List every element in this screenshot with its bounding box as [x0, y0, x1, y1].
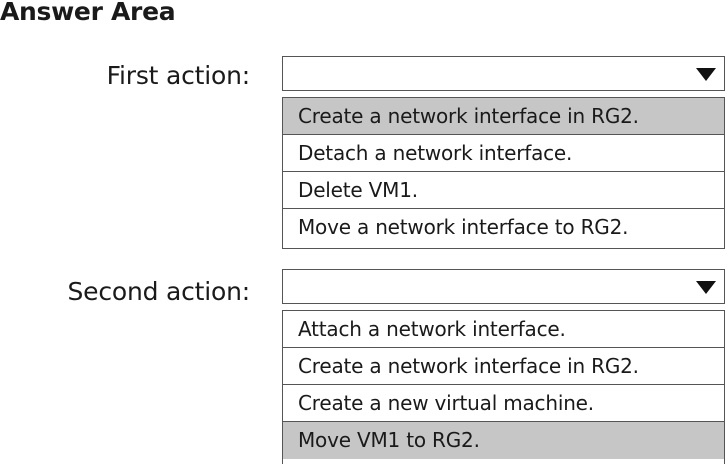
second-action-options: Attach a network interface. Create a net…: [282, 310, 725, 464]
first-action-option[interactable]: Delete VM1.: [283, 172, 724, 209]
dropdown-arrow-icon[interactable]: [696, 281, 716, 294]
first-action-option[interactable]: Detach a network interface.: [283, 135, 724, 172]
second-action-option[interactable]: Create a network interface in RG2.: [283, 348, 724, 385]
dropdown-arrow-icon[interactable]: [696, 68, 716, 81]
second-action-option[interactable]: Create a new virtual machine.: [283, 385, 724, 422]
second-action-label: Second action:: [67, 277, 250, 306]
first-action-options: Create a network interface in RG2. Detac…: [282, 97, 725, 249]
second-action-option[interactable]: Attach a network interface.: [283, 311, 724, 348]
answer-area-title: Answer Area: [0, 0, 176, 26]
first-action-label: First action:: [106, 61, 251, 90]
first-action-option[interactable]: Move a network interface to RG2.: [298, 215, 629, 239]
first-action-option[interactable]: Create a network interface in RG2.: [283, 98, 724, 135]
second-action-dropdown[interactable]: [282, 269, 725, 304]
second-action-option[interactable]: Move VM1 to RG2.: [283, 422, 724, 459]
first-action-dropdown[interactable]: [282, 56, 725, 91]
